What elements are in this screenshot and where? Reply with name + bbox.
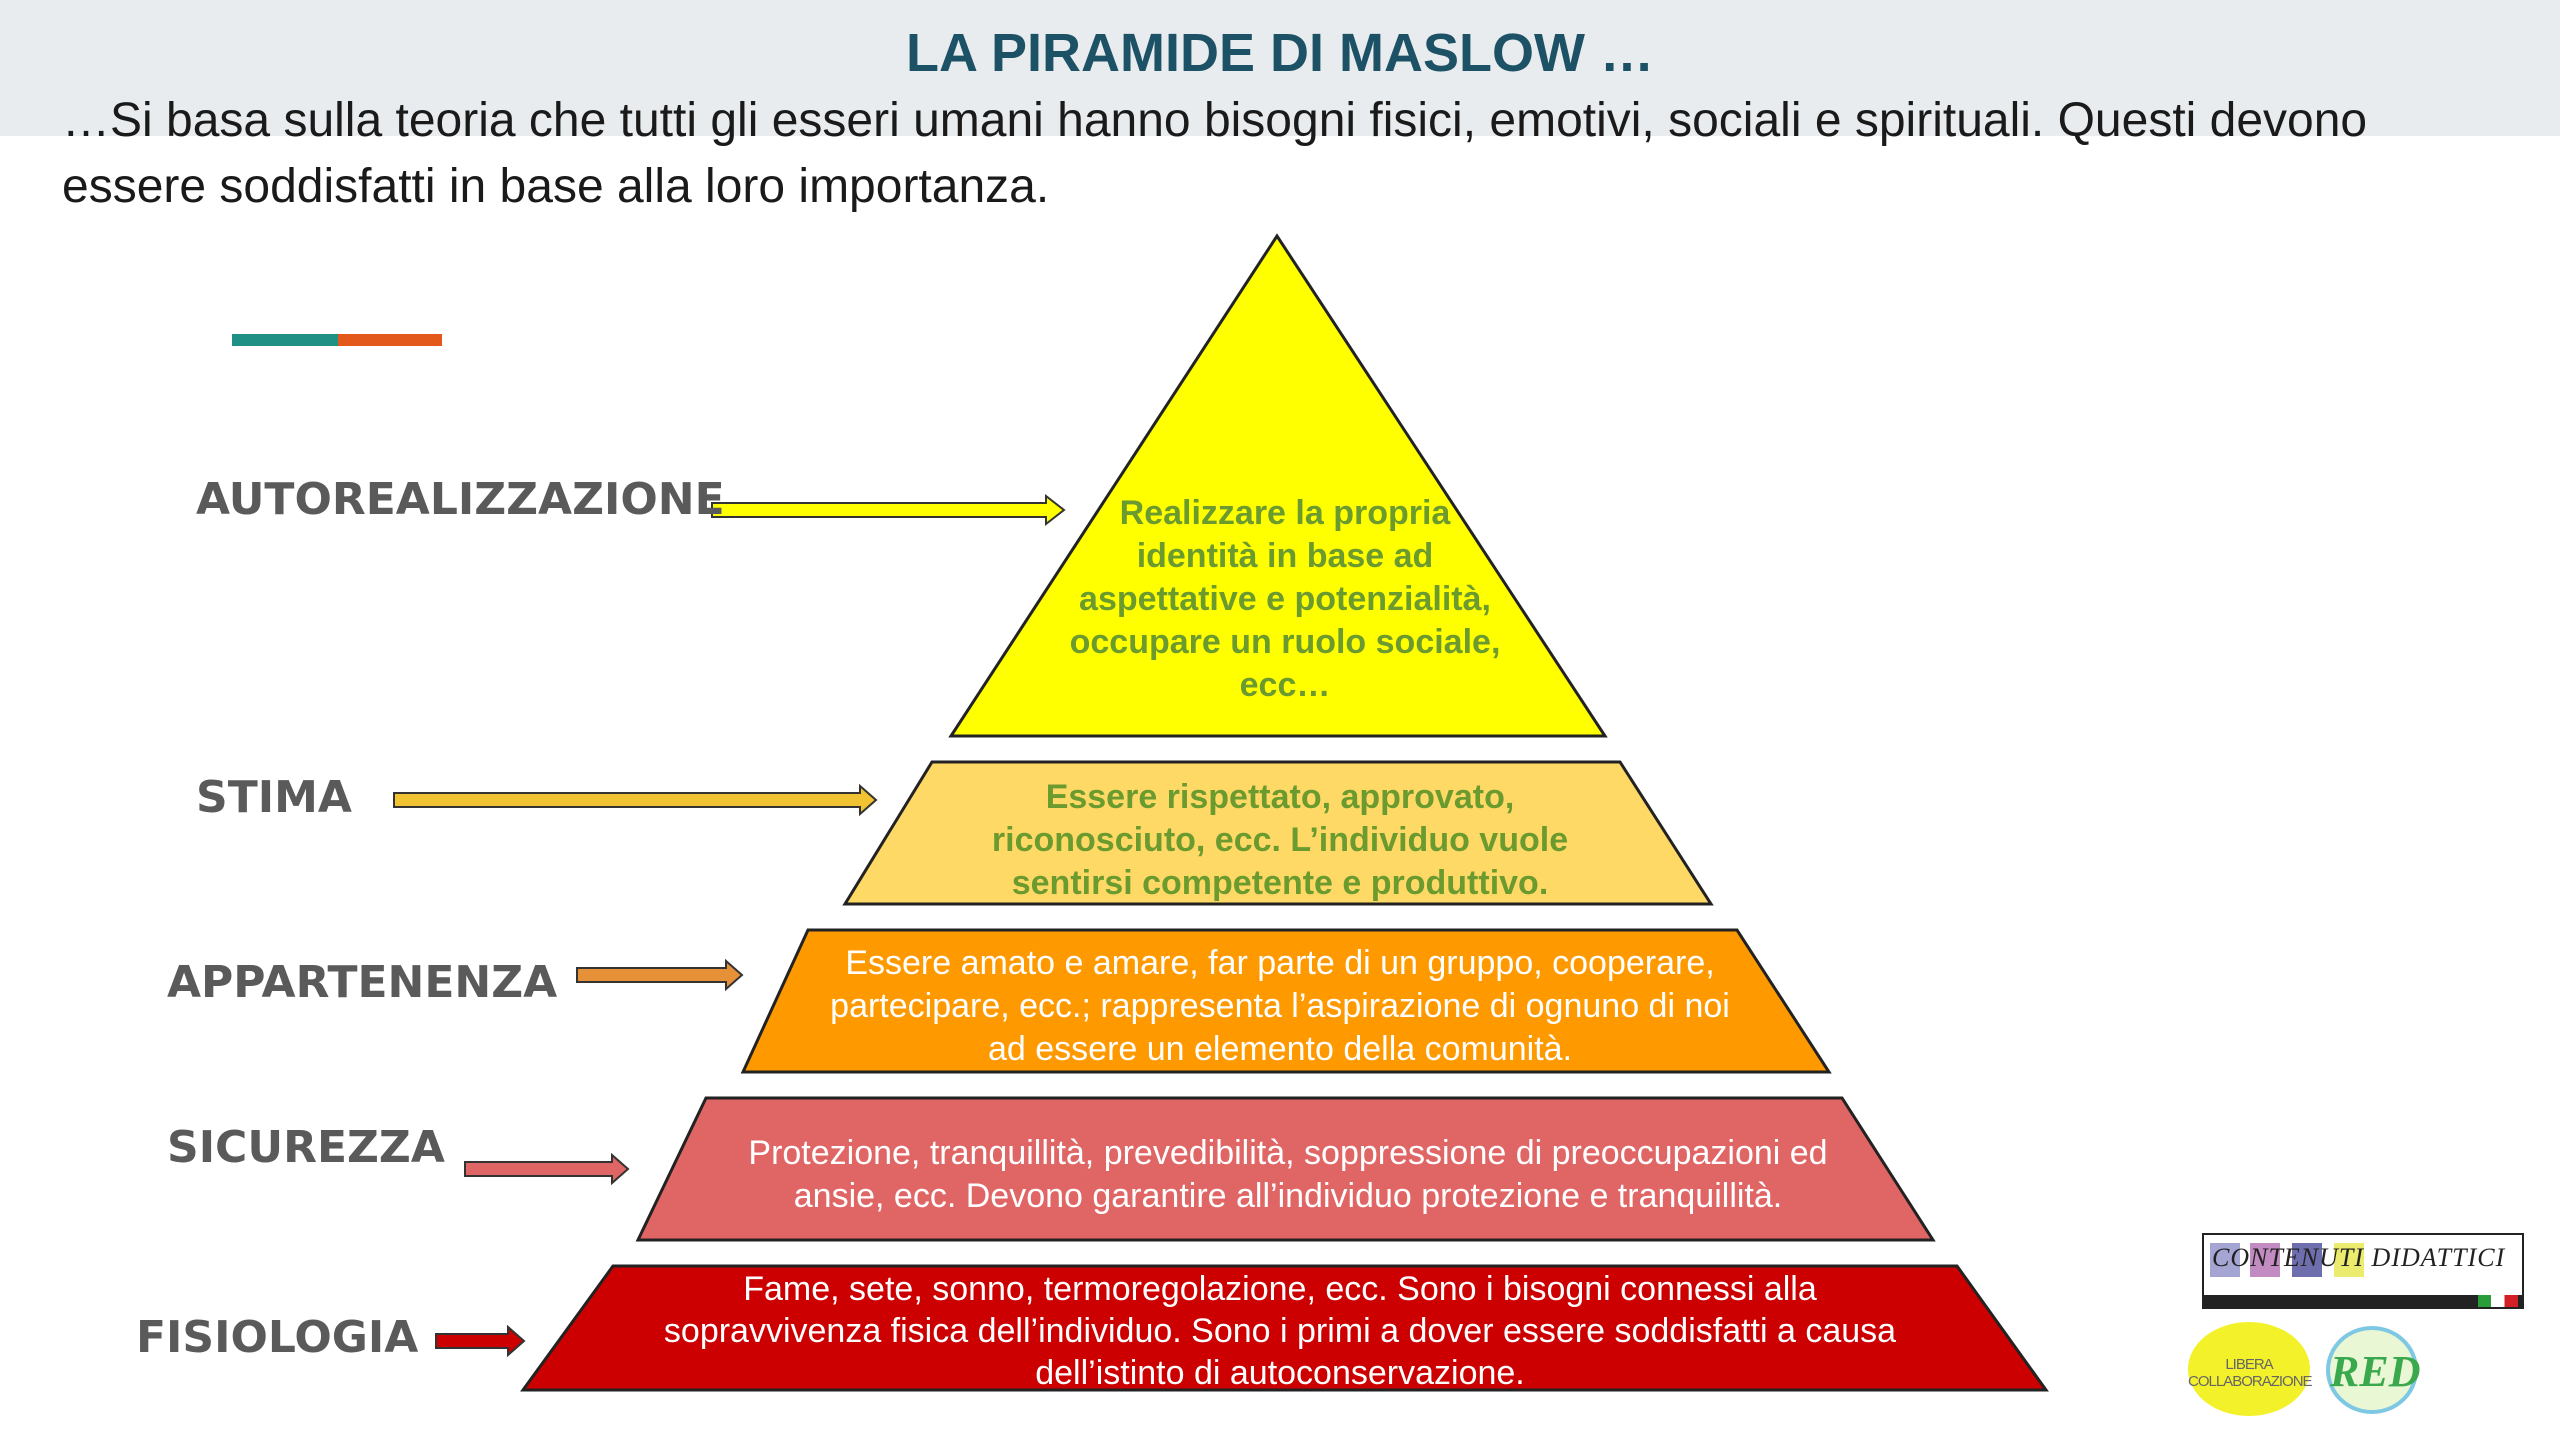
logo-contenuti-text: CONTENUTI DIDATTICI	[2212, 1243, 2506, 1272]
arrow-autorealizzazione	[711, 493, 1066, 527]
logo-libera-collaborazione: LIBERA COLLABORAZIONE	[2188, 1322, 2313, 1416]
pyramid-level-autorealizzazione	[948, 233, 1608, 738]
logo-red: RED	[2326, 1326, 2421, 1414]
level-label-sicurezza: SICUREZZA	[167, 1122, 445, 1173]
level-text-autorealizzazione: Realizzare la propria identità in base a…	[1069, 494, 1501, 704]
logo-red-text: RED	[2330, 1347, 2421, 1396]
header-band	[0, 0, 2560, 136]
pyramid-level-appartenenza	[740, 928, 1832, 1074]
arrow-sicurezza	[464, 1152, 630, 1186]
level-label-fisiologia: FISIOLOGIA	[136, 1312, 419, 1363]
level-label-autorealizzazione: AUTOREALIZZAZIONE	[196, 474, 725, 525]
arrow-appartenenza	[576, 958, 744, 992]
level-text-appartenenza: Essere amato e amare, far parte di un gr…	[830, 944, 1730, 1068]
page-subtitle: …Si basa sulla teoria che tutti gli esse…	[62, 94, 2368, 213]
logo-contenuti-didattici: CONTENUTI DIDATTICI	[2202, 1233, 2524, 1309]
arrow-fisiologia	[435, 1324, 526, 1358]
level-label-stima: STIMA	[196, 772, 352, 823]
accent-bar-orange	[338, 334, 442, 346]
arrow-stima	[393, 783, 878, 817]
pyramid-level-sicurezza	[635, 1096, 1936, 1242]
level-label-appartenenza: APPARTENENZA	[167, 957, 558, 1008]
pyramid-level-fisiologia	[520, 1264, 2049, 1392]
pyramid-level-stima	[842, 760, 1714, 906]
page-title: LA PIRAMIDE DI MASLOW …	[906, 23, 1654, 83]
level-text-stima: Essere rispettato, approvato, riconosciu…	[991, 778, 1569, 902]
level-text-sicurezza: Protezione, tranquillità, prevedibilità,…	[748, 1134, 1828, 1215]
level-text-fisiologia: Fame, sete, sonno, termoregolazione, ecc…	[663, 1270, 1897, 1392]
logo-libera-text: LIBERA COLLABORAZIONE	[2188, 1356, 2313, 1390]
accent-bar-teal	[232, 334, 338, 346]
